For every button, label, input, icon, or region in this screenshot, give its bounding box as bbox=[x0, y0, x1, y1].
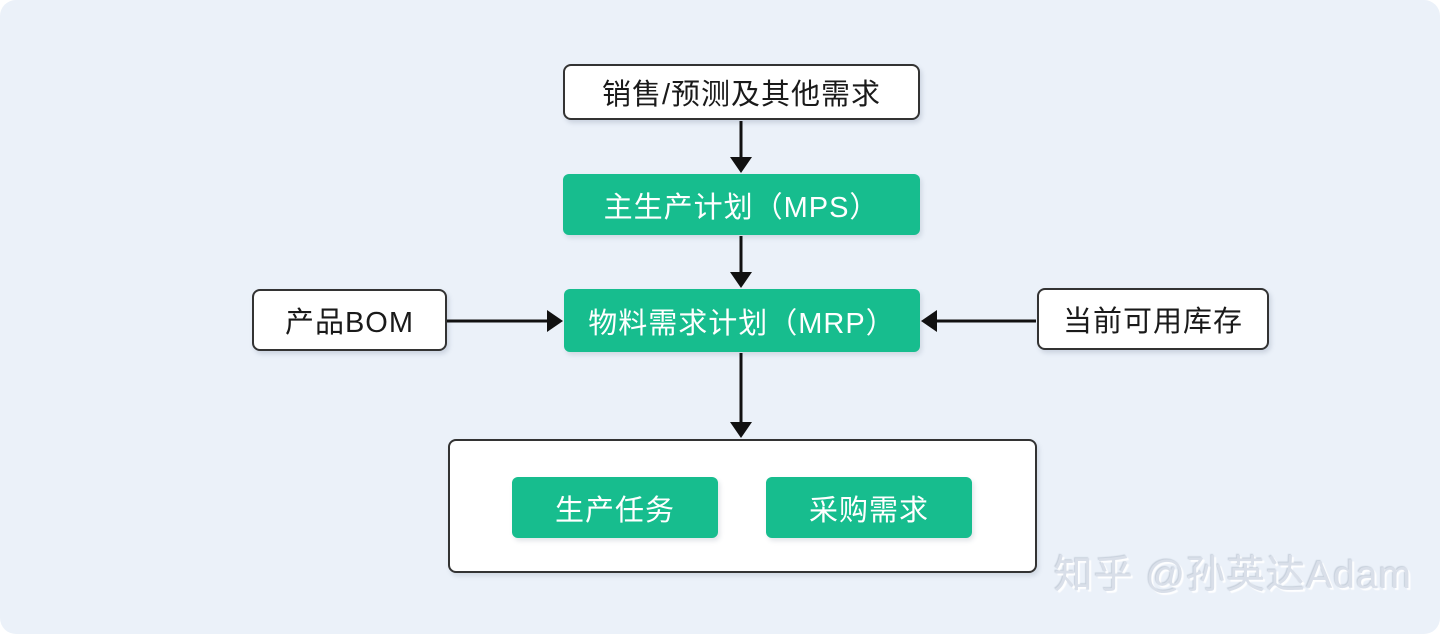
node-material-requirements-planning: 物料需求计划（MRP） bbox=[564, 289, 920, 352]
node-master-production-schedule: 主生产计划（MPS） bbox=[563, 174, 920, 235]
node-purchase-label: 采购需求 bbox=[808, 494, 929, 527]
arrow-bom-to-mrp bbox=[447, 310, 563, 332]
arrow-mrp-to-outputs bbox=[730, 353, 752, 438]
node-available-inventory: 当前可用库存 bbox=[1037, 288, 1269, 350]
node-inventory-label: 当前可用库存 bbox=[1062, 306, 1243, 338]
arrow-left-head-icon bbox=[921, 310, 937, 332]
arrow-line bbox=[739, 121, 743, 160]
arrow-mps-to-mrp bbox=[730, 236, 752, 288]
node-product-bom: 产品BOM bbox=[252, 289, 447, 351]
node-production-task: 生产任务 bbox=[512, 477, 718, 538]
node-bom-label: 产品BOM bbox=[284, 307, 415, 339]
arrow-demand-to-mps bbox=[730, 121, 752, 173]
arrow-line bbox=[447, 319, 550, 323]
arrow-down-head-icon bbox=[730, 157, 752, 173]
zhihu-watermark: 知乎 @孙英达Adam bbox=[1053, 554, 1412, 597]
arrow-down-head-icon bbox=[730, 422, 752, 438]
node-mrp-label: 物料需求计划（MRP） bbox=[588, 307, 896, 340]
node-sales-forecast-demand: 销售/预测及其他需求 bbox=[563, 64, 920, 120]
arrow-line bbox=[934, 319, 1036, 323]
arrow-down-head-icon bbox=[730, 272, 752, 288]
arrow-line bbox=[739, 236, 743, 275]
arrow-right-head-icon bbox=[547, 310, 563, 332]
node-purchase-demand: 采购需求 bbox=[766, 477, 972, 538]
node-sales-forecast-demand-label: 销售/预测及其他需求 bbox=[601, 79, 882, 111]
arrow-line bbox=[739, 353, 743, 425]
node-mps-label: 主生产计划（MPS） bbox=[603, 191, 880, 224]
arrow-inventory-to-mrp bbox=[921, 310, 1036, 332]
node-production-label: 生产任务 bbox=[554, 494, 675, 527]
